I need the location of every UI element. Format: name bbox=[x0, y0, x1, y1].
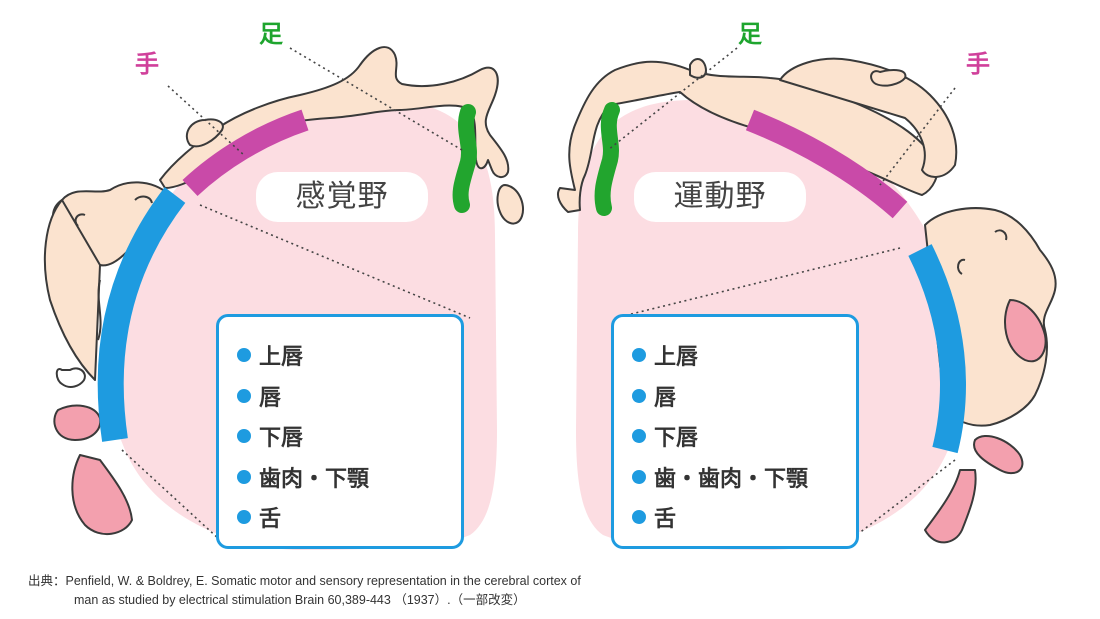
list-item: 上唇 bbox=[632, 335, 856, 376]
region-label: 舌 bbox=[654, 507, 677, 533]
list-item: 舌 bbox=[632, 497, 856, 538]
list-item: 唇 bbox=[632, 376, 856, 417]
region-label: 下唇 bbox=[654, 426, 699, 452]
sensory-cortex-title: 感覚野 bbox=[256, 172, 428, 222]
bullet-dot bbox=[237, 348, 251, 363]
region-label: 唇 bbox=[654, 385, 677, 411]
bullet-dot bbox=[632, 510, 646, 525]
leader-lines bbox=[121, 47, 956, 541]
motor-mouth-figure bbox=[924, 435, 1024, 544]
list-item: 歯肉・下顎 bbox=[237, 457, 461, 498]
bullet-dot bbox=[237, 510, 251, 525]
list-item: 歯・歯肉・下顎 bbox=[632, 457, 856, 498]
sensory-mouth-figure bbox=[53, 367, 133, 535]
motor-hand-label: 手 bbox=[966, 50, 990, 78]
sensory-head-figure bbox=[43, 181, 171, 381]
region-label: 歯肉・下顎 bbox=[259, 466, 370, 492]
motor-foot-band bbox=[594, 102, 620, 216]
motor-arm-figure bbox=[557, 57, 958, 213]
sensory-hand-label: 手 bbox=[135, 50, 159, 78]
list-item: 下唇 bbox=[237, 416, 461, 457]
sensory-face-regions-box: 上唇 唇 下唇 歯肉・下顎 舌 bbox=[216, 314, 464, 549]
sensory-arm-figure bbox=[159, 46, 524, 225]
region-label: 下唇 bbox=[259, 426, 304, 452]
list-item: 下唇 bbox=[632, 416, 856, 457]
source-line-1: Penfield, W. & Boldrey, E. Somatic motor… bbox=[65, 574, 581, 588]
motor-face-band bbox=[908, 244, 966, 454]
region-label: 上唇 bbox=[654, 345, 699, 371]
sensory-foot-band bbox=[452, 104, 477, 213]
motor-cortex-title: 運動野 bbox=[634, 172, 806, 222]
bullet-dot bbox=[632, 429, 646, 444]
region-label: 舌 bbox=[259, 507, 282, 533]
source-citation: 出典：Penfield, W. & Boldrey, E. Somatic mo… bbox=[28, 572, 581, 610]
bullet-dot bbox=[632, 348, 646, 363]
list-item: 舌 bbox=[237, 497, 461, 538]
motor-hand-band bbox=[745, 109, 908, 219]
region-label: 唇 bbox=[259, 385, 282, 411]
list-item: 唇 bbox=[237, 376, 461, 417]
bullet-dot bbox=[237, 469, 251, 484]
sensory-face-regions-list: 上唇 唇 下唇 歯肉・下顎 舌 bbox=[237, 335, 461, 538]
bullet-dot bbox=[237, 429, 251, 444]
list-item: 上唇 bbox=[237, 335, 461, 376]
source-line-2: man as studied by electrical stimulation… bbox=[74, 593, 526, 607]
sensory-face-band bbox=[97, 187, 186, 442]
bullet-dot bbox=[237, 388, 251, 403]
source-prefix: 出典： bbox=[28, 574, 66, 588]
region-label: 歯・歯肉・下顎 bbox=[654, 466, 809, 492]
motor-foot-label: 足 bbox=[738, 20, 762, 48]
bullet-dot bbox=[632, 469, 646, 484]
sensory-foot-label: 足 bbox=[259, 20, 283, 48]
bullet-dot bbox=[632, 388, 646, 403]
motor-face-regions-list: 上唇 唇 下唇 歯・歯肉・下顎 舌 bbox=[632, 335, 856, 538]
region-label: 上唇 bbox=[259, 345, 304, 371]
sensory-hand-band bbox=[182, 109, 309, 197]
motor-face-regions-box: 上唇 唇 下唇 歯・歯肉・下顎 舌 bbox=[611, 314, 859, 549]
